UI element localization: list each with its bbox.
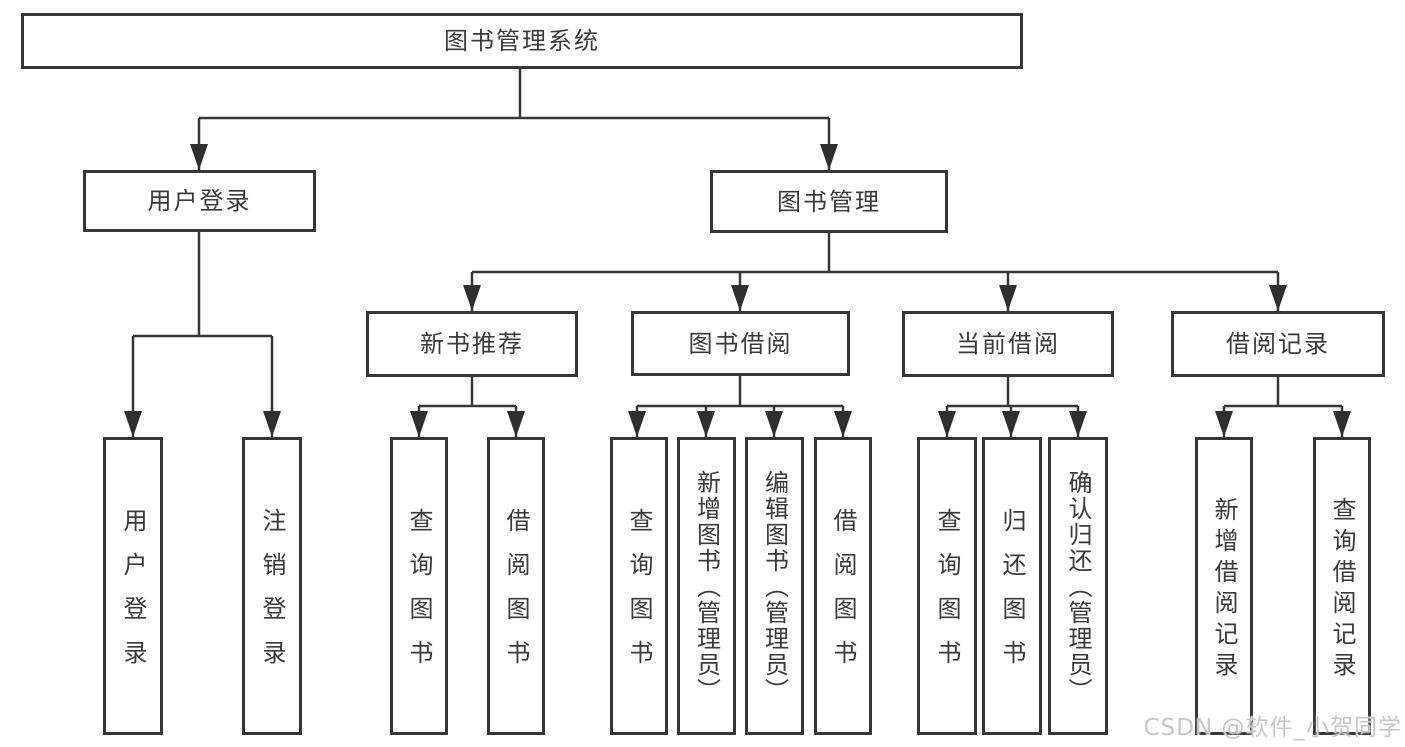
node-label: 新增图书（管理员） [692,470,721,704]
node-label: 查询图书 [625,508,653,684]
node-borrow-records: 借阅记录 [1171,311,1385,377]
node-book-management: 图书管理 [710,170,948,233]
leaf-edit-books-admin: 编辑图书（管理员） [745,437,804,735]
node-label: 图书管理系统 [444,27,600,55]
node-label: 用户登录 [119,508,147,684]
node-label: 查询借阅记录 [1328,496,1356,683]
node-label: 新增借阅记录 [1210,496,1238,683]
node-label: 借阅图书 [502,508,530,684]
leaf-logout: 注销登录 [242,437,302,735]
node-label: 查询图书 [933,508,961,684]
node-label: 图书借阅 [688,329,793,358]
leaf-query-books-borrow: 查询图书 [610,437,668,735]
leaf-query-books-recommend: 查询图书 [390,437,448,735]
node-label: 确认归还（管理员） [1064,470,1092,704]
node-current-borrow: 当前借阅 [902,311,1114,377]
node-label: 查询图书 [405,508,433,684]
node-label: 当前借阅 [956,330,1060,358]
leaf-user-login: 用户登录 [103,437,163,735]
node-label: 编辑图书（管理员） [760,470,789,704]
node-label: 注销登录 [258,508,286,684]
node-book-borrow: 图书借阅 [631,311,850,376]
node-label: 新书推荐 [420,330,524,358]
leaf-confirm-return-admin: 确认归还（管理员） [1048,437,1108,735]
node-label: 用户登录 [147,187,252,215]
node-label: 借阅记录 [1226,330,1330,358]
node-label: 借阅图书 [829,508,857,684]
node-label: 图书管理 [777,187,881,216]
leaf-query-borrow-record: 查询借阅记录 [1313,437,1371,735]
node-new-book-recommend: 新书推荐 [366,311,578,377]
csdn-watermark: CSDN @软件_小贺同学 [1143,715,1402,741]
leaf-query-books-current: 查询图书 [917,437,977,735]
node-label: 归还图书 [998,508,1026,684]
node-system-root: 图书管理系统 [21,13,1023,69]
node-user-login: 用户登录 [83,170,316,232]
leaf-add-borrow-record: 新增借阅记录 [1195,437,1253,735]
leaf-borrow-books: 借阅图书 [814,437,872,735]
leaf-add-books-admin: 新增图书（管理员） [677,437,736,735]
leaf-borrow-books-recommend: 借阅图书 [487,437,545,735]
leaf-return-books: 归还图书 [982,437,1042,735]
